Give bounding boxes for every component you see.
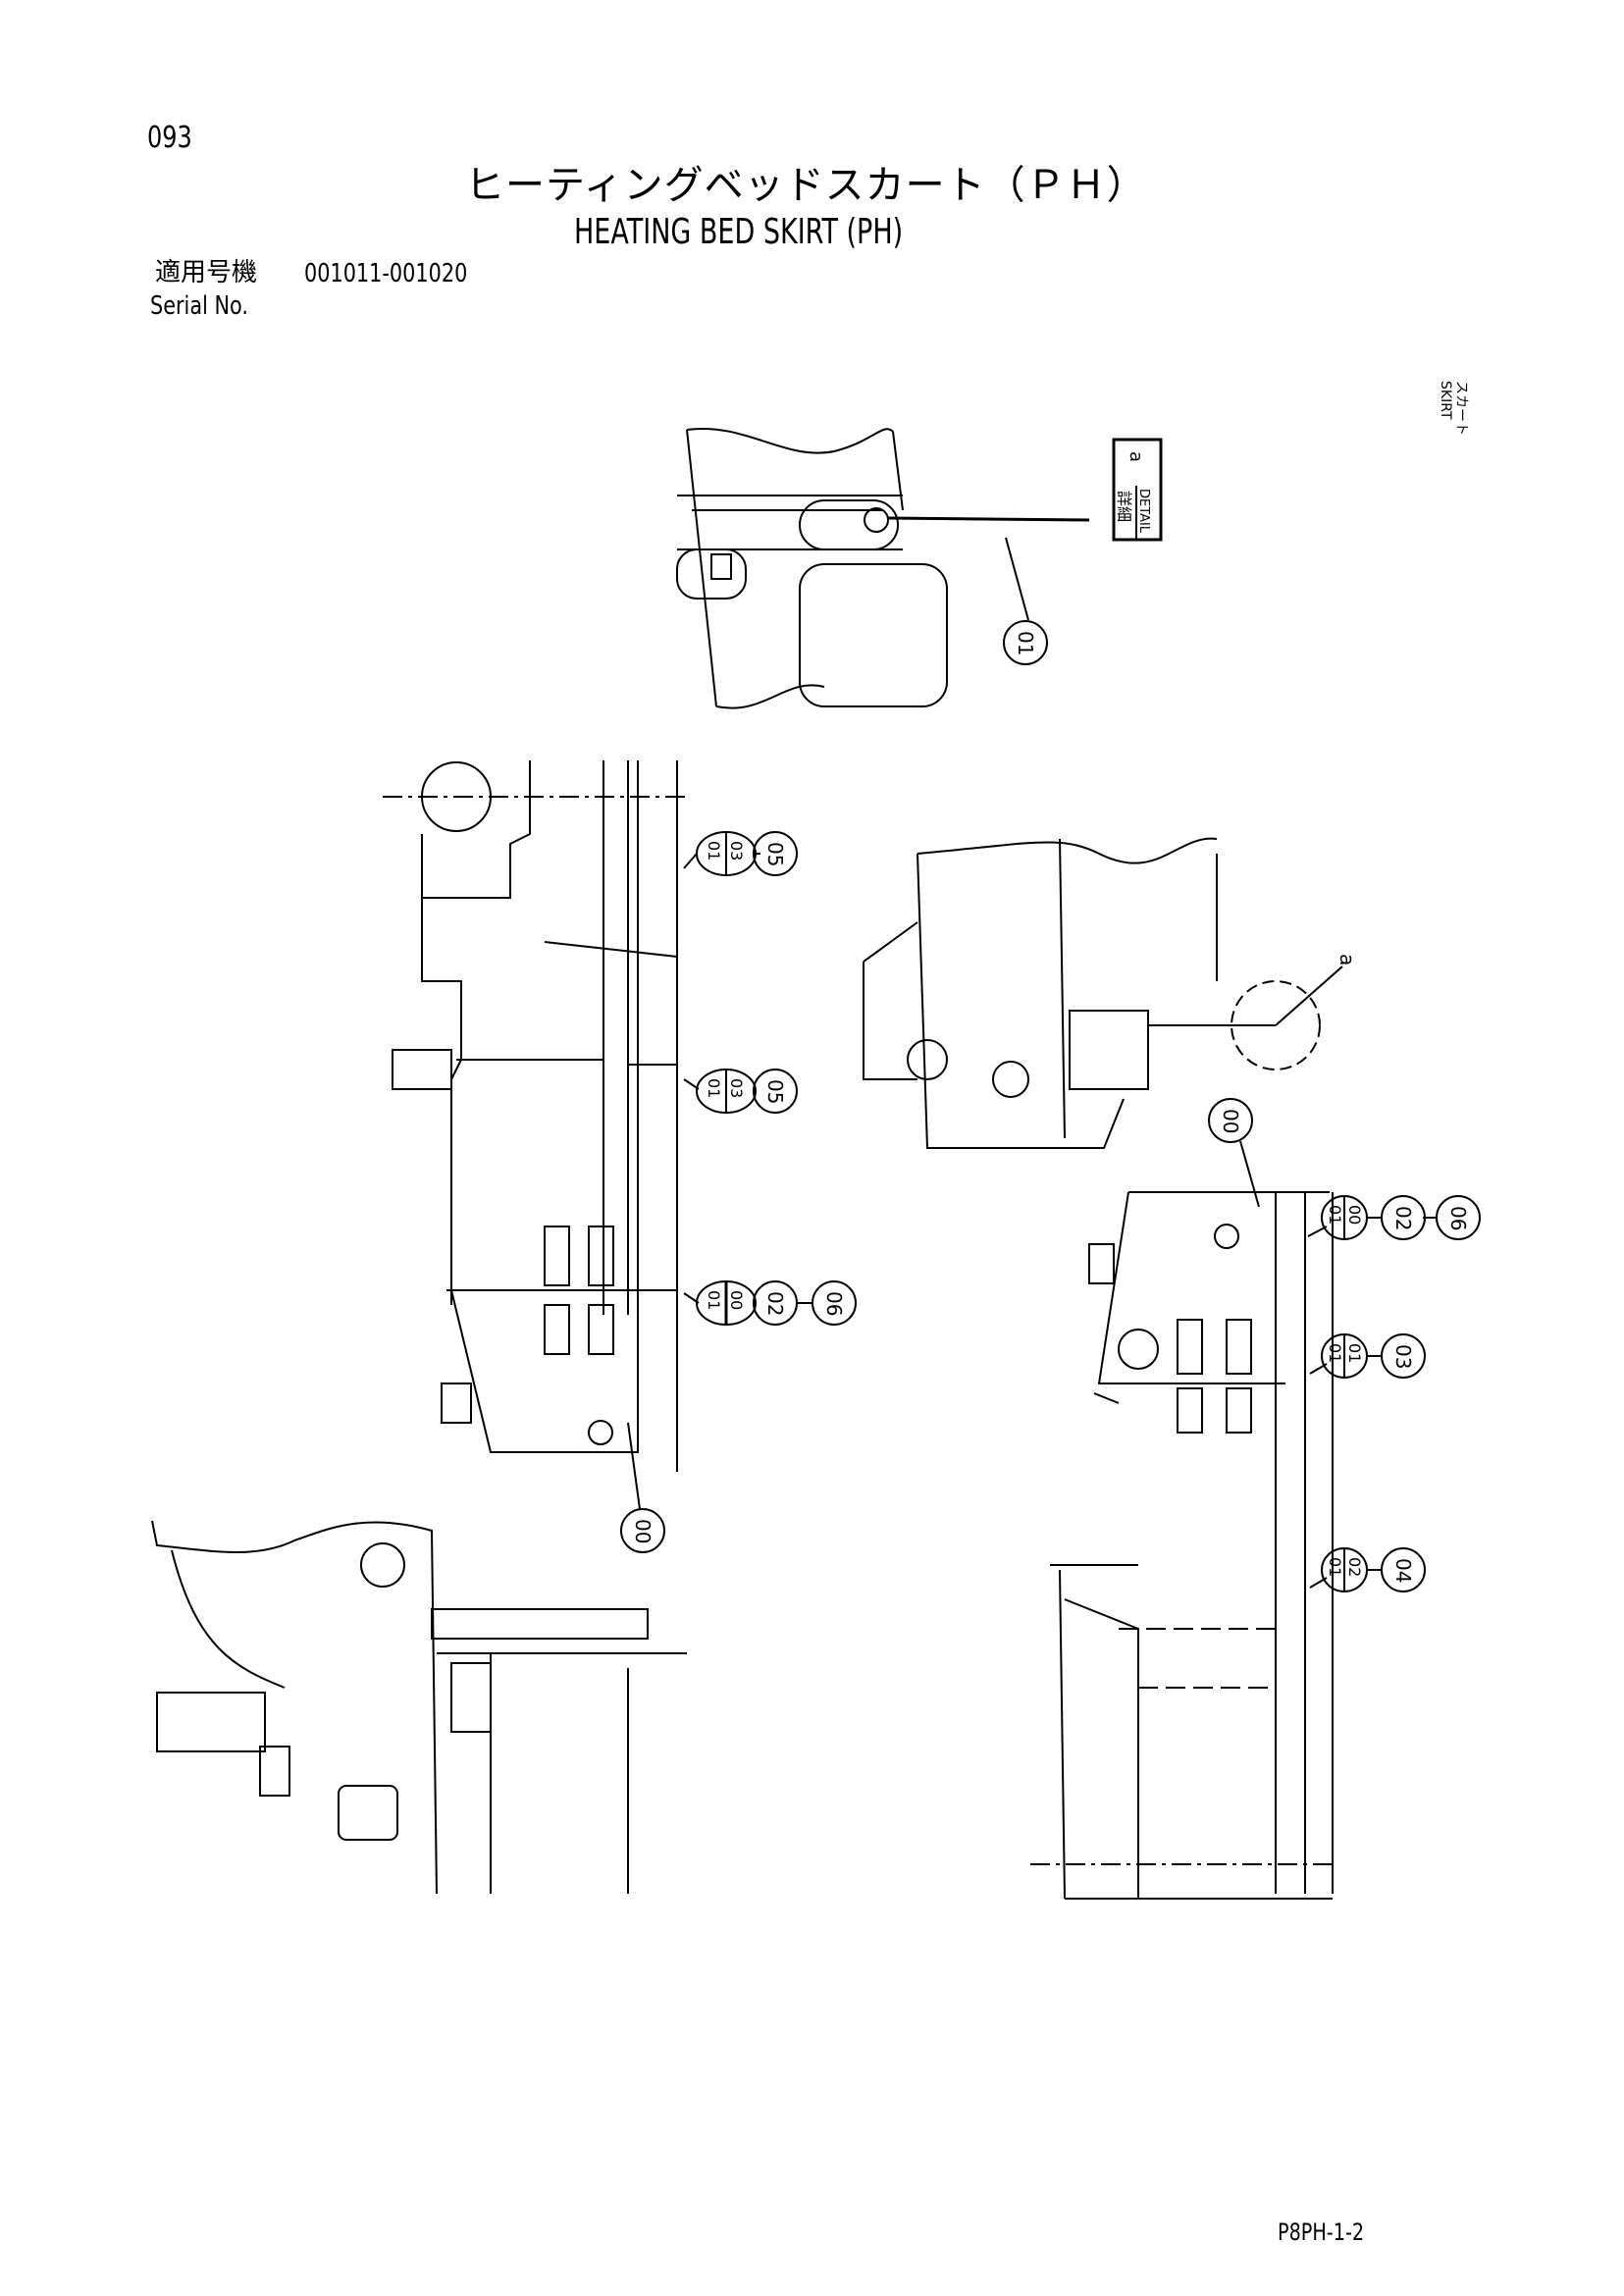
balloon-top: 01 (1003, 620, 1048, 665)
balloon-label: 06 (1446, 1206, 1470, 1230)
balloon-left-4: 00 (620, 1422, 665, 1553)
balloon-left-1: 01 03 05 (683, 831, 798, 876)
serial-label-english: Serial No. (150, 291, 248, 321)
detail-box-jp: 詳細 (1115, 491, 1133, 522)
balloon-label: 04 (1391, 1558, 1415, 1583)
serial-range: 001011-001020 (304, 259, 468, 288)
balloon-right-3: 01 01 03 (1309, 1333, 1426, 1379)
right-side-view (1030, 1191, 1335, 1900)
balloon-label: 02 (1345, 1557, 1364, 1577)
serial-label-japanese: 適用号機 (155, 258, 258, 287)
page-number: 093 (147, 121, 192, 155)
balloon-label: 05 (763, 1079, 787, 1104)
detail-box-en: DETAIL (1136, 489, 1151, 534)
balloon-label: 00 (1345, 1205, 1364, 1225)
balloon-label: 03 (727, 1078, 746, 1098)
balloon-label: 01 (1014, 631, 1037, 655)
balloon-label: 00 (631, 1519, 655, 1543)
balloon-label: 02 (763, 1291, 787, 1316)
balloon-label: 01 (705, 1078, 723, 1098)
balloon-right-4: 01 02 04 (1309, 1547, 1426, 1592)
balloon-label: 02 (1391, 1206, 1415, 1230)
balloon-label: 03 (727, 841, 746, 861)
title-japanese: ヒーティングベッドスカート（ＰＨ） (465, 163, 1147, 208)
detail-marker-a: a (1336, 954, 1359, 965)
detail-view-a (676, 427, 1090, 709)
detail-box: 詳細 DETAIL a (1112, 438, 1163, 542)
balloon-label: 06 (822, 1291, 846, 1316)
balloon-label: 01 (705, 1290, 723, 1310)
balloon-label: 00 (1219, 1109, 1242, 1133)
rear-view (151, 1520, 687, 1895)
balloon-left-3: 01 00 02 06 (683, 1280, 857, 1326)
balloon-left-2: 01 03 05 (683, 1069, 798, 1114)
title-english: HEATING BED SKIRT (PH) (574, 212, 904, 252)
balloon-label: 01 (1326, 1205, 1344, 1225)
balloon-label: 00 (727, 1290, 746, 1310)
balloon-label: 01 (1326, 1557, 1344, 1577)
detail-box-ref: a (1126, 451, 1146, 462)
left-side-view (383, 760, 687, 1472)
balloon-label: 01 (1345, 1343, 1364, 1363)
balloon-label: 03 (1391, 1344, 1415, 1369)
front-view: a (863, 837, 1359, 1149)
balloon-label: 01 (705, 841, 723, 861)
balloon-label: 05 (763, 842, 787, 866)
drawing-code: P8PH-1-2 (1278, 2218, 1365, 2246)
balloon-group: 01 01 03 05 01 03 05 01 00 02 06 (620, 620, 1481, 1592)
balloon-right-2: 01 00 02 06 (1307, 1195, 1481, 1240)
balloon-label: 01 (1326, 1343, 1344, 1363)
balloon-right-1: 00 (1208, 1098, 1260, 1208)
